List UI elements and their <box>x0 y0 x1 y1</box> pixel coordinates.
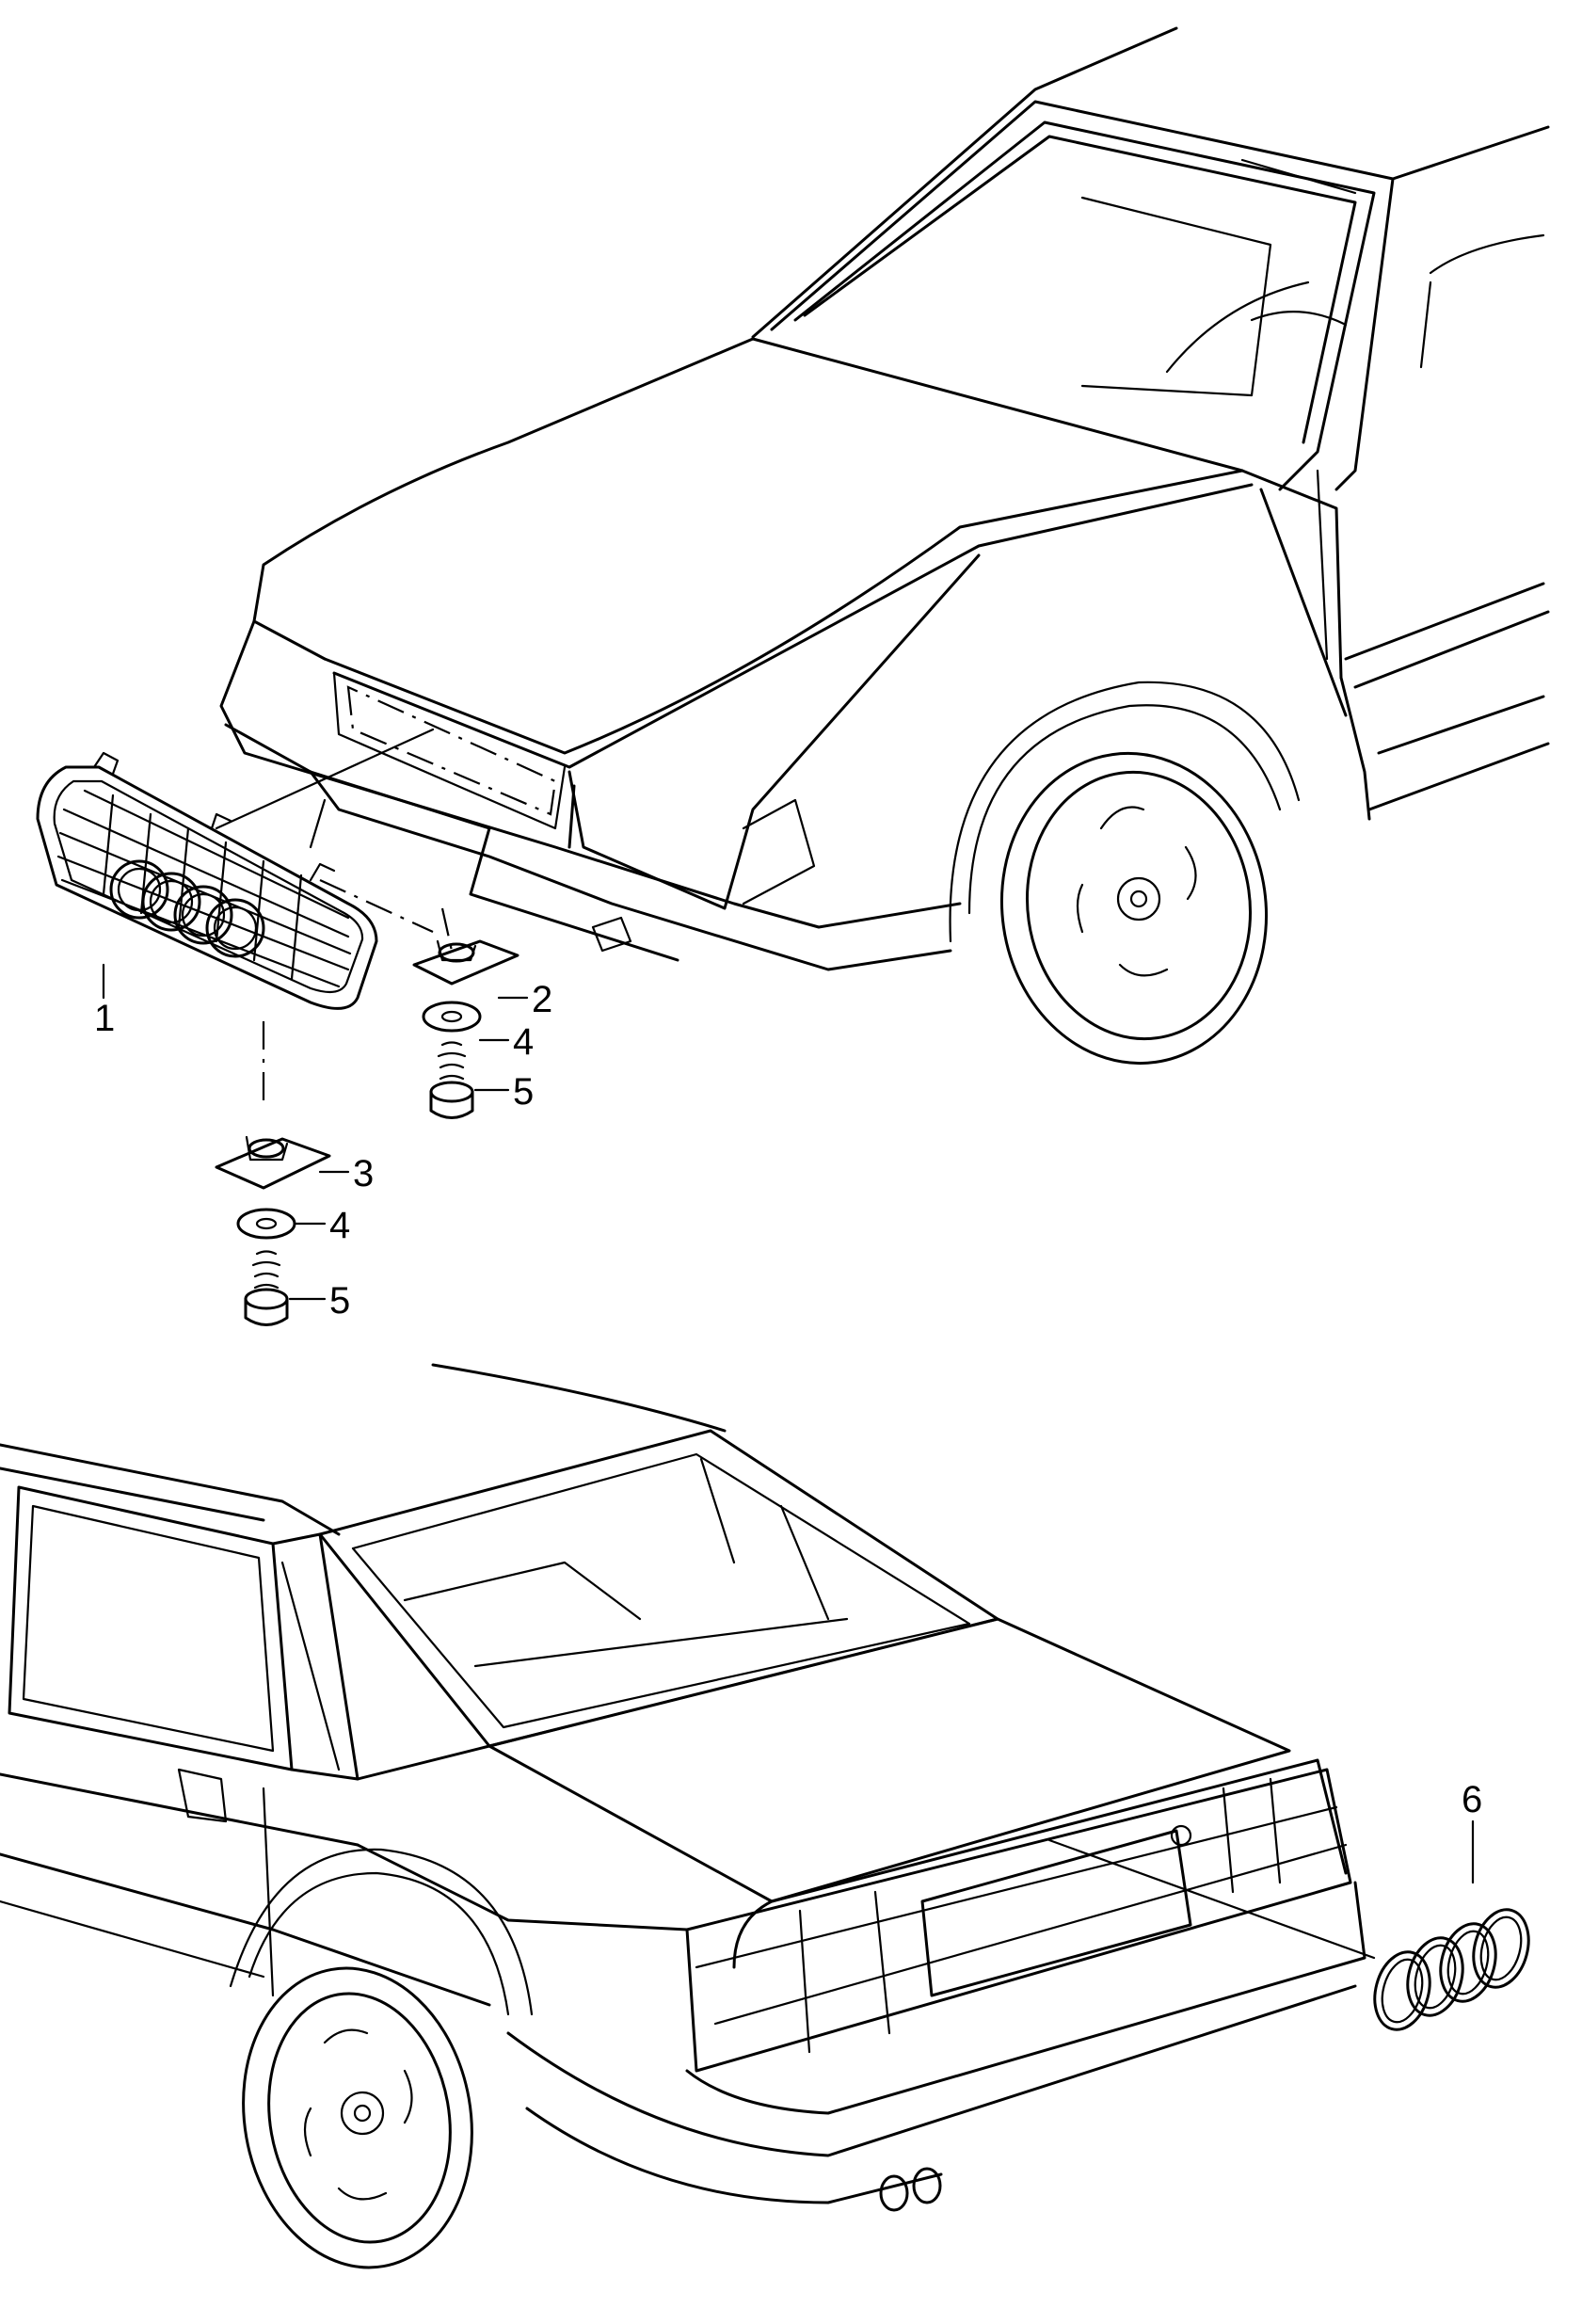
clip-part-2 <box>412 939 519 986</box>
front-car-illustration <box>219 26 1550 1066</box>
clip-part-3 <box>215 1135 331 1190</box>
callout-6: 6 <box>1462 1779 1482 1820</box>
screw-part-5b <box>244 1250 289 1326</box>
callout-5b: 5 <box>329 1280 350 1322</box>
washer-part-4b <box>236 1208 296 1240</box>
callout-4b: 4 <box>329 1205 350 1246</box>
front-leader-lines <box>102 963 529 1301</box>
rear-car-illustration <box>0 1363 1475 2269</box>
grille-part <box>36 728 454 1101</box>
washer-part-4a <box>422 1001 482 1033</box>
callout-2: 2 <box>532 979 552 1020</box>
callout-3: 3 <box>353 1153 374 1194</box>
callout-4a: 4 <box>513 1021 534 1063</box>
emblem-rings-part <box>1373 1908 1530 2031</box>
callout-1: 1 <box>94 998 115 1039</box>
callout-5a: 5 <box>513 1071 534 1113</box>
screw-part-5a <box>429 1041 474 1119</box>
